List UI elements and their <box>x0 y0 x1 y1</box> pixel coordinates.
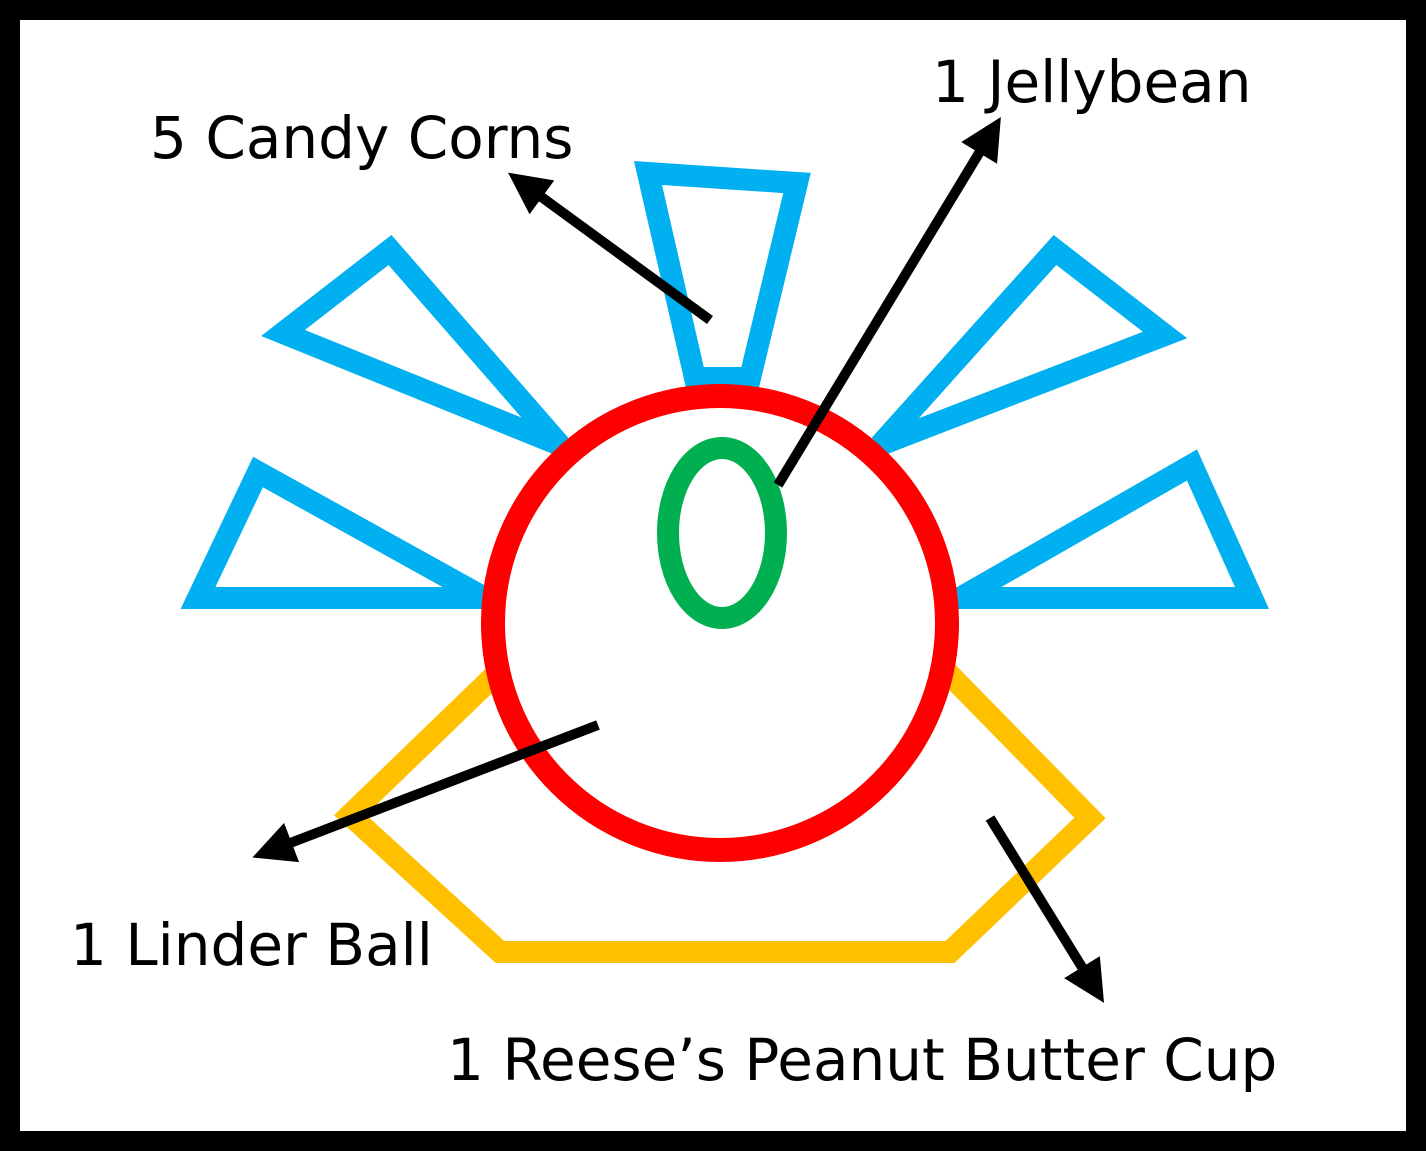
candy-corn-right-bottom <box>918 449 1270 609</box>
label-linder-ball: 1 Linder Ball <box>70 911 433 979</box>
arrow-peanut-butter-cup <box>985 815 1105 1003</box>
jellybean-ellipse <box>657 437 787 629</box>
arrow-linder-ball <box>252 720 600 863</box>
label-candy-corns: 5 Candy Corns <box>150 104 574 172</box>
candy-corn-right-top <box>871 235 1188 456</box>
arrow-jellybean <box>773 117 1001 488</box>
candy-corn-top <box>633 161 811 389</box>
candy-corn-left-bottom <box>180 456 528 609</box>
label-jellybean: 1 Jellybean <box>932 48 1251 116</box>
arrow-candy-corns <box>508 172 713 325</box>
candy-corn-left-top <box>261 234 569 456</box>
label-peanut-butter-cup: 1 Reese’s Peanut Butter Cup <box>447 1026 1277 1094</box>
